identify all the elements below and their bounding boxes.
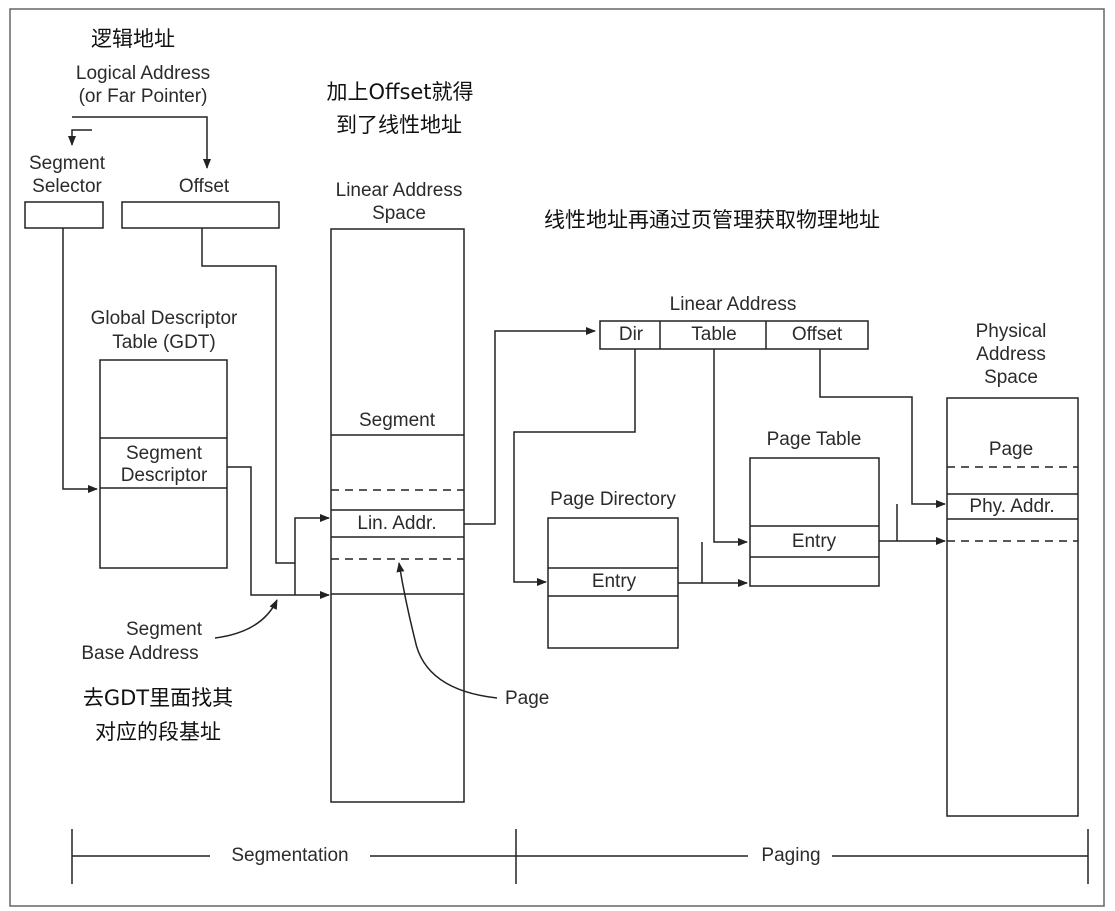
label-dir: Dir (618, 324, 644, 345)
label-page: Page (988, 439, 1034, 460)
label-segmentation: Segmentation (231, 845, 349, 866)
label-linear-address-space-2: Space (372, 203, 426, 224)
annotation-paging-cn: 线性地址再通过页管理获取物理地址 (544, 208, 880, 232)
label-far-pointer: (or Far Pointer) (78, 86, 208, 107)
label-physical-2: Address (976, 344, 1046, 365)
adder-to-lin-addr (294, 514, 330, 595)
offset-route (201, 228, 295, 564)
annotation-offset-cn-1: 加上Offset就得 (326, 80, 474, 104)
label-table: Table (691, 324, 737, 345)
logical-split-line (72, 116, 211, 169)
label-phy-addr: Phy. Addr. (969, 496, 1055, 517)
label-lin-addr: Lin. Addr. (357, 513, 437, 534)
annotation-offset-cn-2: 到了线性地址 (336, 113, 462, 137)
label-linear-address: Linear Address (669, 294, 797, 315)
label-gdt-2: Table (GDT) (112, 332, 216, 353)
outer-frame (9, 8, 1105, 907)
label-segment-base-1: Segment (125, 619, 203, 640)
label-page-directory-entry: Entry (591, 571, 637, 592)
label-logical-address: Logical Address (75, 63, 211, 84)
label-paging: Paging (761, 845, 821, 866)
label-segment-selector-1: Segment (28, 153, 106, 174)
annotation-gdt-cn-2: 对应的段基址 (95, 720, 221, 744)
label-offset: Offset (178, 176, 230, 197)
label-page-table: Page Table (766, 429, 862, 450)
linear-address-space-box (330, 228, 465, 803)
label-segment-descriptor-1: Segment (125, 443, 203, 464)
label-linear-address-space-1: Linear Address (335, 180, 463, 201)
label-physical-3: Space (984, 367, 1038, 388)
lin-addr-to-linear-address (464, 327, 596, 525)
annotation-gdt-cn-1: 去GDT里面找其 (82, 686, 234, 710)
segment-base-curve (214, 599, 278, 639)
offset-to-phy (819, 349, 946, 508)
segment-selector-box (24, 201, 104, 229)
page-pointer-curve (396, 562, 498, 699)
label-physical-1: Physical (975, 321, 1047, 342)
page-table-box (749, 457, 880, 587)
label-segment: Segment (358, 410, 436, 431)
linear-address-field-box (599, 320, 869, 350)
offset-box (121, 201, 280, 229)
label-segment-descriptor-2: Descriptor (120, 465, 208, 486)
physical-address-space-box (946, 397, 1079, 817)
label-segment-base-2: Base Address (81, 643, 199, 664)
label-page-pointer: Page (505, 688, 550, 709)
selector-to-gdt-arrow (62, 228, 98, 493)
label-offset-2: Offset (791, 324, 843, 345)
label-page-directory: Page Directory (550, 489, 676, 510)
annotation-logical-cn: 逻辑地址 (91, 27, 175, 51)
label-segment-selector-2: Selector (32, 176, 102, 197)
gdt-box (99, 359, 228, 569)
descriptor-route (227, 466, 330, 599)
label-page-table-entry: Entry (791, 531, 837, 552)
pd-entry-to-page-table (678, 542, 703, 584)
logical-split-arrow-left (68, 129, 92, 146)
table-to-page-table (713, 349, 748, 546)
label-gdt-1: Global Descriptor (90, 308, 238, 329)
dir-to-page-directory (513, 349, 636, 586)
